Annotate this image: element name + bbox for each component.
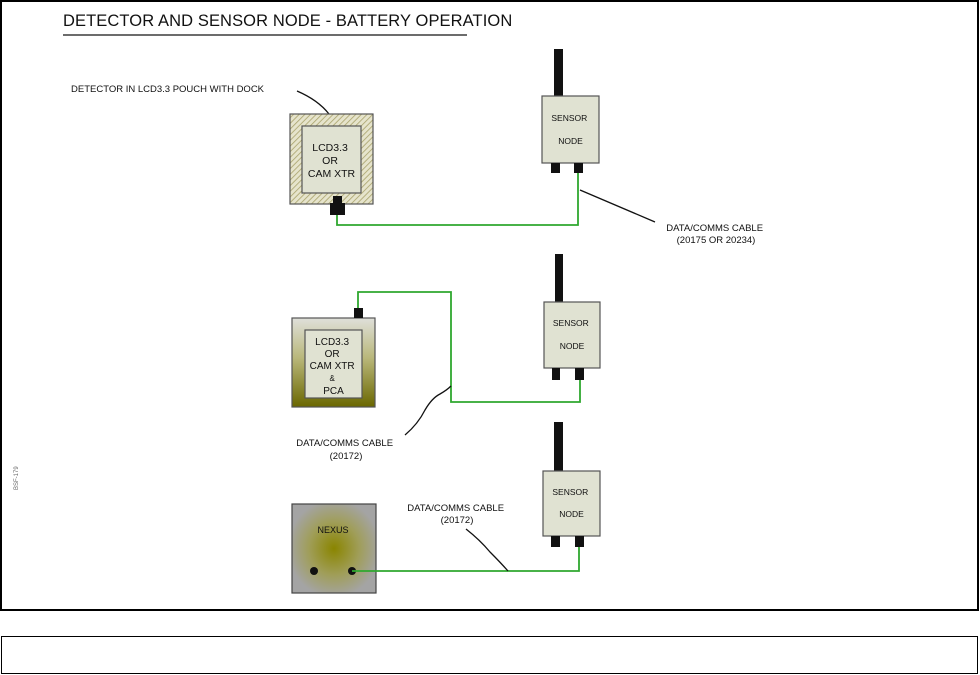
cable-3-label: DATA/COMMS CABLE (20172) bbox=[407, 503, 506, 526]
sensor-node-1 bbox=[542, 96, 599, 163]
sensor-node-3 bbox=[543, 471, 600, 536]
cable-3-leader bbox=[466, 529, 508, 571]
cable-1-leader bbox=[580, 190, 655, 222]
pca-connector bbox=[354, 308, 363, 318]
sensor-antenna-icon bbox=[554, 49, 563, 96]
sensor-port-left bbox=[552, 368, 560, 380]
nexus-label: NEXUS bbox=[317, 525, 348, 535]
sensor-port-right bbox=[574, 163, 583, 173]
config-1-pouch-dock: DETECTOR IN LCD3.3 POUCH WITH DOCK LCD3.… bbox=[71, 49, 766, 246]
nexus-port-left bbox=[310, 567, 318, 575]
config-2-pca: LCD3.3 OR CAM XTR & PCA SENSOR NODE DATA… bbox=[292, 254, 600, 462]
sensor-port-left bbox=[551, 163, 560, 173]
sensor-port-right bbox=[575, 536, 584, 547]
cable-1-label: DATA/COMMS CABLE (20175 OR 20234) bbox=[666, 223, 765, 246]
sensor-antenna-icon bbox=[555, 254, 563, 302]
pouch-callout-leader bbox=[297, 91, 329, 114]
pouch-callout-label: DETECTOR IN LCD3.3 POUCH WITH DOCK bbox=[71, 84, 265, 95]
cable-2-leader bbox=[405, 386, 451, 435]
data-cable-3 bbox=[352, 547, 579, 571]
sensor-port-right bbox=[575, 368, 584, 380]
dock-connector-stem bbox=[333, 196, 342, 204]
sensor-port-left bbox=[551, 536, 560, 547]
cable-2-label: DATA/COMMS CABLE (20172) bbox=[296, 438, 395, 462]
footer-note-box bbox=[1, 636, 978, 674]
sensor-antenna-icon bbox=[554, 422, 563, 471]
sensor-node-2 bbox=[544, 302, 600, 368]
nexus-unit bbox=[292, 504, 376, 593]
dock-connector bbox=[330, 203, 345, 215]
